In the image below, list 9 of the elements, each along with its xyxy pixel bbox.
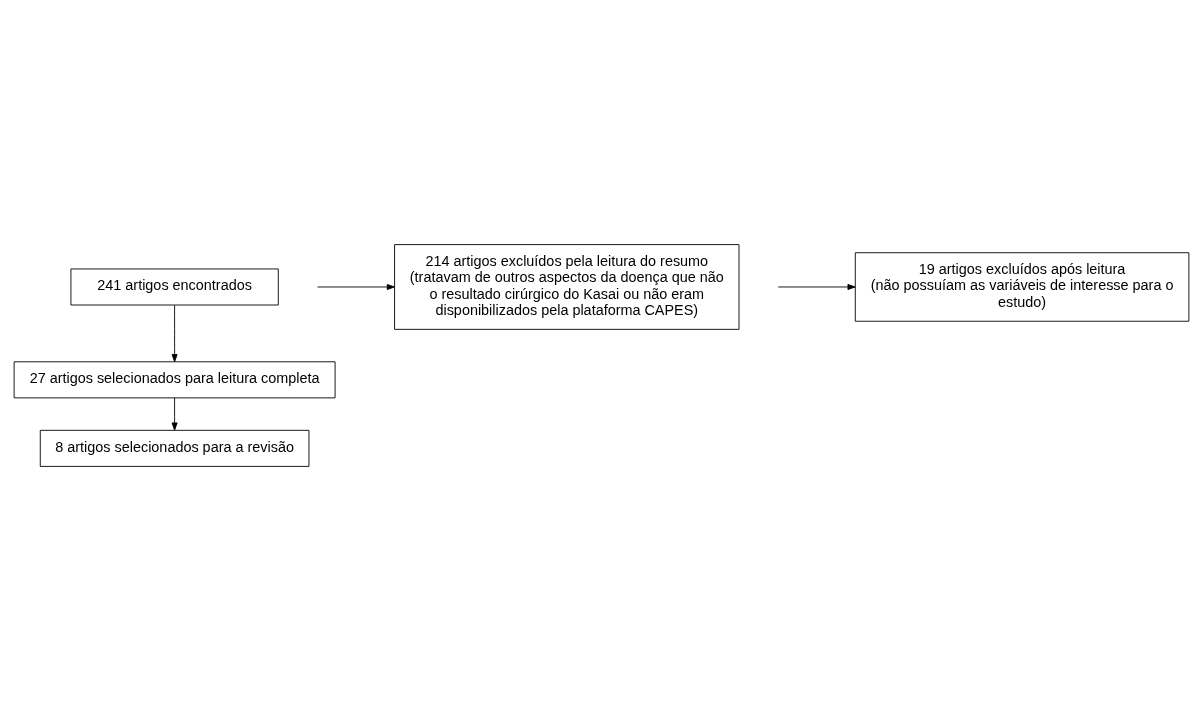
arrow [777,283,856,290]
node-box: 27 artigos selecionados para leitura completa [13,360,336,398]
node-box: 8 artigos selecionados para a revisão [39,429,310,467]
arrow [171,304,178,362]
node-box: 241 artigos encontrados [70,268,279,305]
node-box: 19 artigos excluídos após leitura (não possuíam as variáveis de interesse para o estudo) [854,251,1190,322]
node-box: 214 artigos excluídos pela leitura do resumo (tratavam de outros aspectos da doença que não o resultado cirúrgico do Kasai ou não eram disponibilizados pela plataforma CAPES) [394,243,740,330]
arrow [171,397,178,431]
arrow [317,283,395,290]
